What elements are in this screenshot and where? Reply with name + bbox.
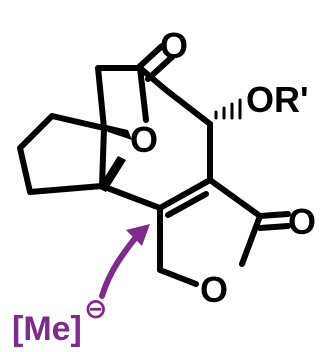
or-prime-label: OR' [246,79,309,120]
lactone-carbonyl-double-bond [257,211,291,231]
wedge-bond-lower [98,156,126,192]
carbonyl-to-oxygen-bond [137,65,149,123]
curved-arrow-icon [99,224,150,299]
hashed-wedge-bond [214,98,242,120]
wedge-bond-upper [102,124,132,140]
reagent-label: [Me] [12,310,82,348]
cyclopentane-ring [17,113,107,195]
seven-ring-top [137,65,213,127]
alkene-double-bond [157,177,213,218]
ring-fusion-bond [99,125,107,189]
ketone-oxygen-label: O [160,25,188,66]
bridge-oxygen-label: O [130,119,158,160]
ketone-bridge [95,65,143,131]
lactone-carbonyl-oxygen-label: O [288,201,316,242]
reagent-charge: ⊖ [84,292,107,325]
bridgehead-to-alkene-bond [99,183,163,211]
lactone-ring-oxygen-label: O [200,269,228,310]
